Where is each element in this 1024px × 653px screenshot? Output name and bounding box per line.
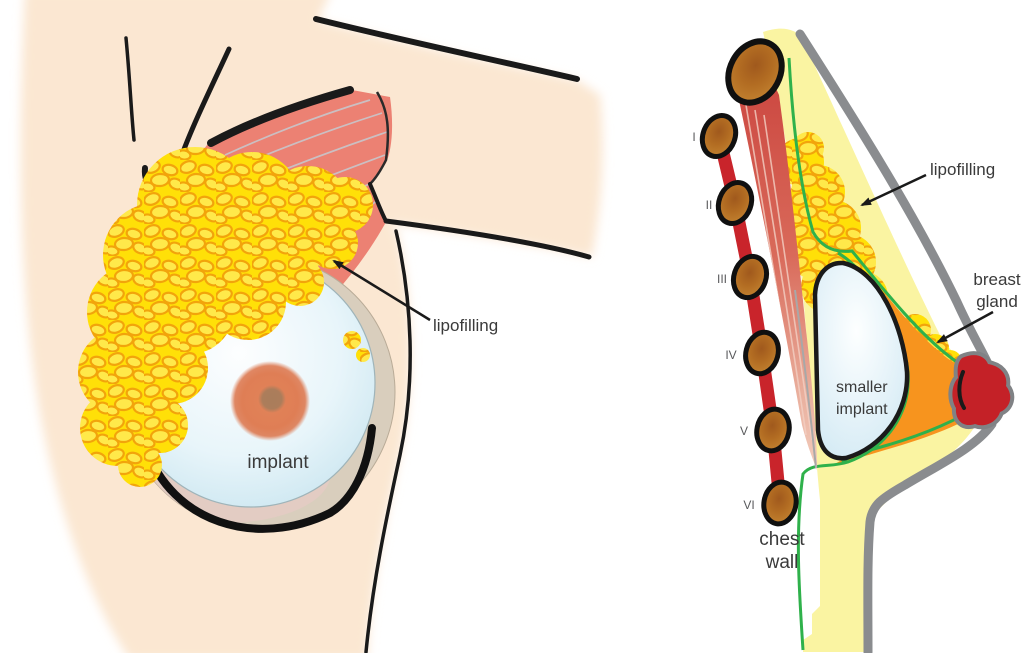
left-lipofilling-arrow — [332, 259, 431, 322]
breast-gland-arrow — [936, 310, 994, 344]
left-view-frontal: implant — [20, 0, 603, 653]
rib-5 — [754, 406, 792, 454]
fat-blob — [343, 331, 361, 349]
fat-blob — [276, 258, 324, 306]
left-lipofilling-annotation: lipofilling — [332, 259, 498, 335]
muscle-edge-line — [369, 91, 390, 185]
chest-wall-label-line1: chest — [759, 529, 805, 550]
right-lipofilling-arrow — [860, 173, 927, 207]
chest-wall-label-line2: wall — [765, 552, 799, 573]
muscle-fascia-edge — [794, 289, 817, 469]
torso-side-outline — [364, 229, 412, 653]
rib-label-4: IV — [725, 348, 736, 362]
fat-blob — [136, 332, 208, 404]
capsule-line-main — [787, 57, 980, 381]
rib-label-2: II — [706, 198, 713, 212]
rib-3 — [730, 253, 770, 301]
rib-2 — [715, 180, 755, 226]
nipple-group — [948, 351, 1015, 430]
rib-label-3: III — [717, 272, 727, 286]
fat-blob — [210, 264, 286, 340]
breast-gland-annotation: breast gland — [936, 270, 1021, 344]
skin-outline-upper — [795, 29, 995, 373]
rib-1 — [699, 113, 739, 159]
implant-label: implant — [247, 452, 309, 473]
right-lipofilling-label: lipofilling — [930, 160, 995, 179]
fat-blob — [306, 217, 358, 269]
body-outlines — [313, 16, 592, 653]
fat-blob — [146, 266, 234, 354]
nipple-dot — [258, 385, 286, 413]
skin-outline — [795, 29, 997, 653]
arm-top-outline — [313, 16, 580, 82]
right-lipofilling-annotation: lipofilling — [860, 160, 995, 207]
armpit-line — [368, 182, 388, 223]
rib-label-6: VI — [743, 498, 754, 512]
implant-outline-arc — [142, 424, 376, 533]
left-lipofilling-label: lipofilling — [433, 316, 498, 335]
skin-outline-lower — [863, 419, 997, 653]
rib-6 — [761, 479, 799, 527]
breast-gland-label-line1: breast — [973, 270, 1021, 289]
smaller-implant-label-line1: smaller — [836, 379, 888, 396]
arm-bottom-outline — [383, 218, 592, 260]
rib-label-5: V — [740, 424, 748, 438]
rib-4 — [743, 329, 781, 377]
smaller-implant-label-line2: implant — [836, 401, 888, 418]
nipple-bracket — [957, 370, 966, 410]
right-view-sagittal: smaller implant — [692, 28, 1021, 653]
fat-blob — [118, 443, 162, 487]
smaller-implant-body — [812, 260, 910, 461]
rib-top — [725, 38, 785, 106]
fat-blob — [356, 348, 370, 362]
nipple — [952, 355, 1011, 426]
smaller-implant-group: smaller implant — [812, 260, 910, 461]
fat-blob — [132, 397, 188, 453]
chest-wall-group: I II III IV V VI chest wall — [692, 38, 805, 573]
clavicle-line — [207, 86, 354, 147]
breast-gland-label-line2: gland — [976, 292, 1018, 311]
rib-label-1: I — [692, 130, 695, 144]
neck-line-right — [180, 46, 232, 155]
neck-line-left — [124, 36, 136, 142]
lipofilling-fat-cluster — [78, 147, 373, 487]
